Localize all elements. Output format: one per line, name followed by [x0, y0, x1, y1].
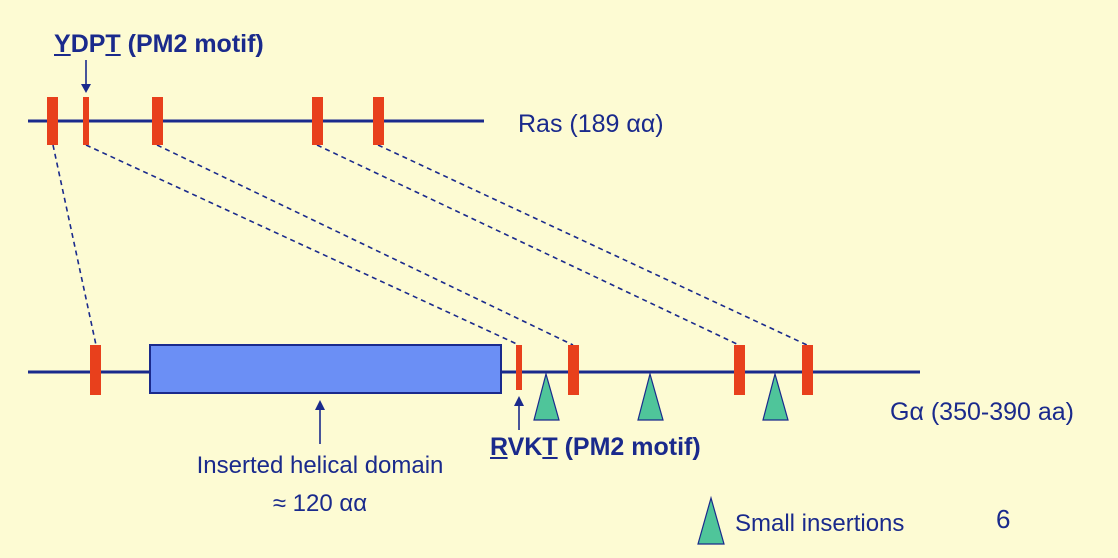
- galpha-marker-1: [90, 345, 101, 395]
- ras-marker-1: [47, 97, 58, 145]
- galpha-label: Gα (350-390 aa): [890, 398, 1074, 426]
- helical-domain-arrow: [315, 400, 325, 444]
- motif-key-residue: R: [490, 433, 508, 461]
- helical-domain-box: [149, 344, 502, 394]
- legend-small-insertions-label: Small insertions: [735, 510, 905, 537]
- ras-marker-pm2: [83, 97, 89, 145]
- small-insertion-triangle-1: [533, 371, 560, 421]
- motif-middle-residues: VK: [507, 433, 543, 461]
- galpha-marker-pm2: [516, 345, 522, 390]
- homology-connectors: [52, 144, 808, 346]
- helical-domain-size: ≈ 120 αα: [272, 490, 368, 517]
- motif-key-residue: Y: [54, 30, 71, 58]
- galpha-marker-5: [802, 345, 813, 395]
- small-insertion-triangles: [533, 371, 789, 421]
- motif-suffix: (PM2 motif): [557, 433, 701, 461]
- connector-2: [85, 144, 520, 346]
- ras-marker-5: [373, 97, 384, 145]
- ras-marker-3: [152, 97, 163, 145]
- motif-middle-residues: DP: [70, 30, 106, 58]
- galpha-marker-4: [734, 345, 745, 395]
- small-insertion-triangle-3: [762, 371, 789, 421]
- connector-3: [156, 144, 574, 346]
- helical-domain-label: Inserted helical domain: [196, 452, 444, 479]
- connector-5: [377, 144, 808, 346]
- ras-label: Ras (189 αα): [518, 110, 664, 138]
- motif-key-residue: T: [542, 433, 558, 461]
- legend-triangle-icon: [697, 495, 725, 545]
- small-insertion-triangle-2: [637, 371, 664, 421]
- ras-markers: [47, 97, 384, 145]
- galpha-markers: [90, 345, 813, 395]
- ras-marker-4: [312, 97, 323, 145]
- galpha-marker-3: [568, 345, 579, 395]
- bottom-pm2-arrow: [514, 396, 524, 430]
- motif-key-residue: T: [105, 30, 121, 58]
- ras-pm2-motif-label: YDPT (PM2 motif): [54, 32, 264, 57]
- connector-1: [52, 144, 97, 346]
- galpha-pm2-motif-label: RVKT (PM2 motif): [490, 435, 701, 460]
- slide-number: 6: [996, 504, 1011, 534]
- motif-suffix: (PM2 motif): [120, 30, 264, 58]
- top-pm2-arrow: [81, 60, 91, 93]
- connector-4: [316, 144, 740, 346]
